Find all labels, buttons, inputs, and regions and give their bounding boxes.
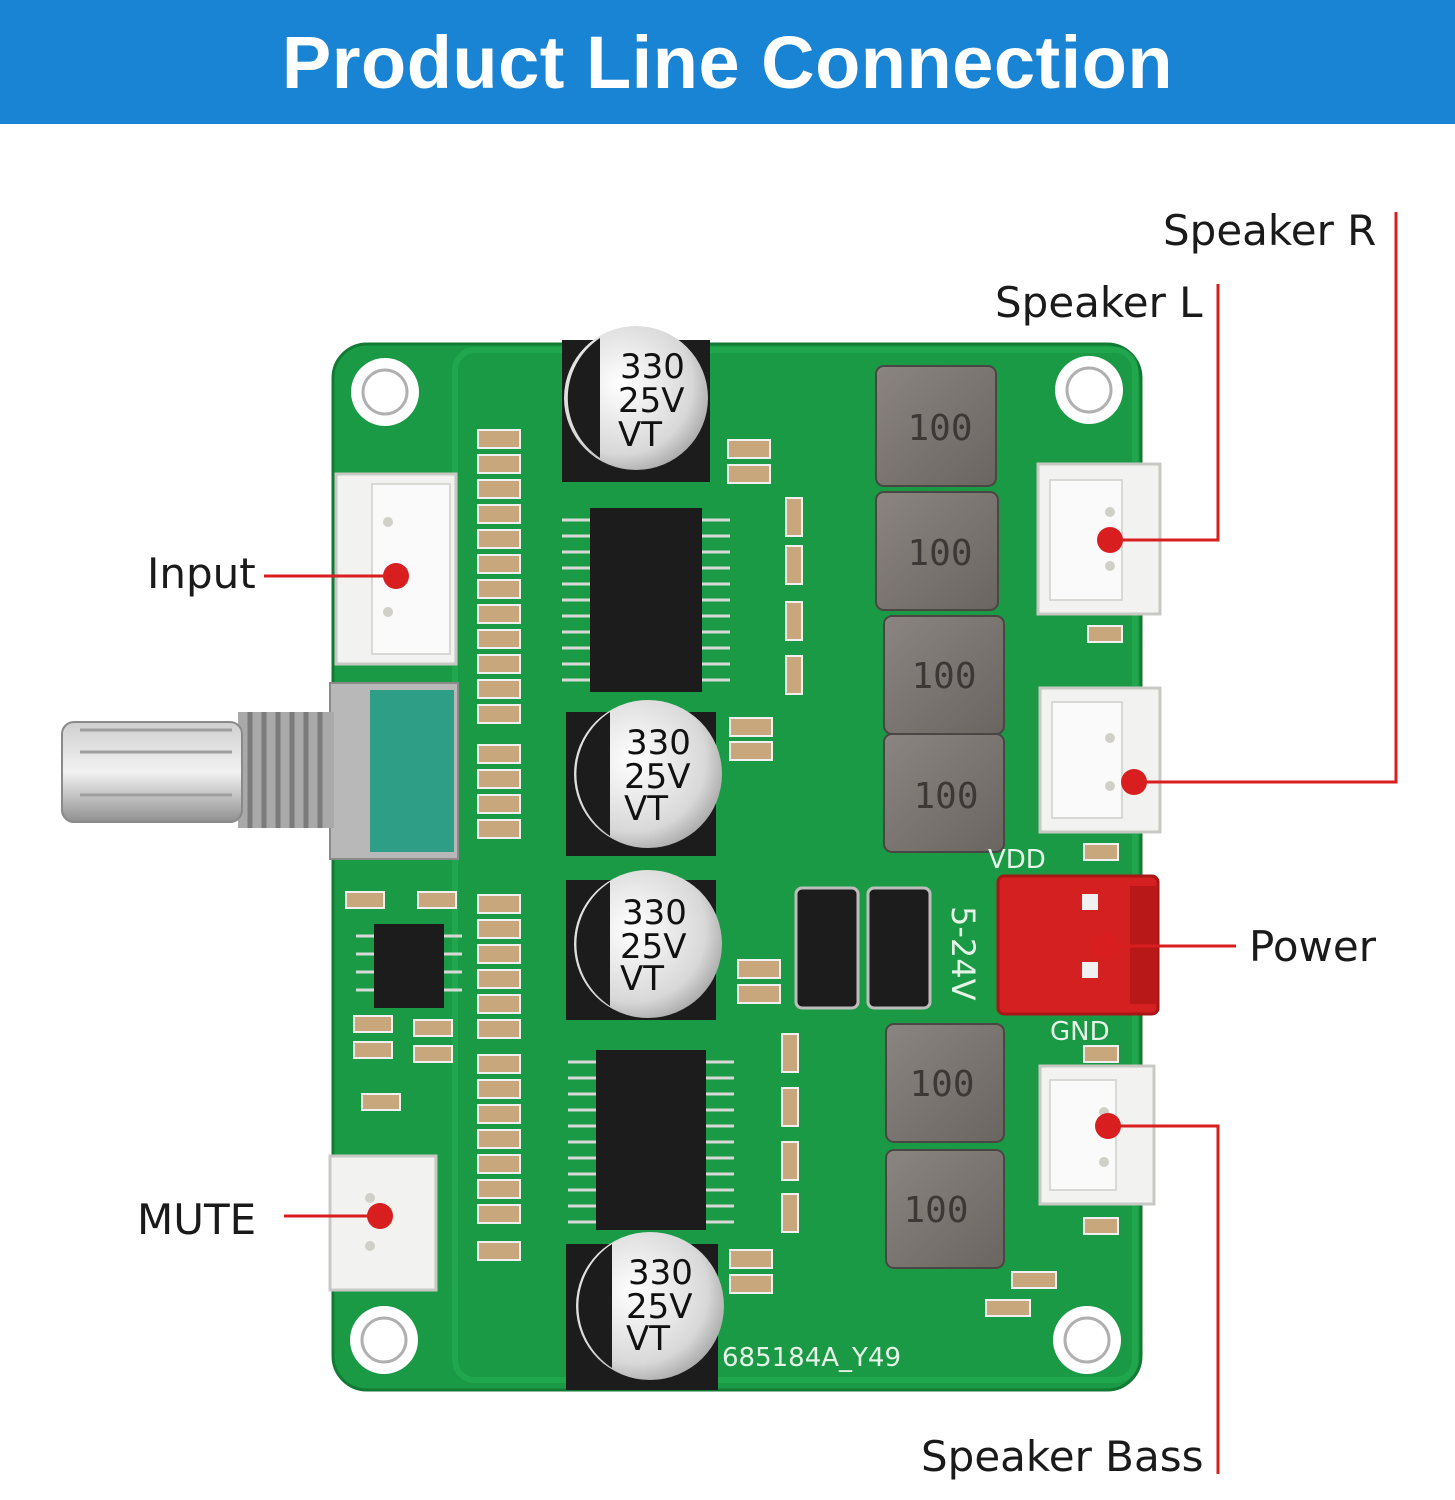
- inductor-l5-value: 100: [903, 1190, 968, 1231]
- input-label: Input: [147, 549, 256, 598]
- inductor-l4-value: 100: [907, 408, 972, 449]
- mute-connector: [328, 1154, 438, 1292]
- cap1-voltage: 25V: [618, 381, 685, 421]
- mute-label: MUTE: [137, 1195, 257, 1244]
- op-amp-chip: [356, 924, 462, 1008]
- pcb-inner-trace-area: [452, 347, 1138, 1383]
- inductor-l2-value: 100: [911, 656, 976, 697]
- cap4-series: VT: [626, 1319, 670, 1359]
- smd-components: [345, 429, 1123, 1317]
- speaker-r-leader: [1134, 212, 1398, 784]
- inductor-l1-value: 100: [913, 776, 978, 817]
- volume-potentiometer: [61, 682, 459, 860]
- mounting-holes: [350, 356, 1123, 1374]
- callout-dots: [367, 527, 1147, 1229]
- speaker-bass-connector: [1038, 1064, 1156, 1206]
- title-banner: Product Line Connection: [0, 0, 1455, 124]
- cap3-voltage: 25V: [620, 927, 687, 967]
- part-number-label: 685184A_Y49: [722, 1343, 901, 1373]
- cap3-series: VT: [620, 959, 664, 999]
- cap4-value: 330: [628, 1253, 693, 1293]
- inductor-l6-value: 100: [909, 1064, 974, 1105]
- board-silkscreen: VDD GND 5-24V 685184A_Y49: [722, 845, 1110, 1373]
- cap2-voltage: 25V: [624, 757, 691, 797]
- speaker-l-leader: [1110, 284, 1220, 542]
- inductors: 100 100 100 100 100 100: [875, 365, 1005, 1269]
- cap2-series: VT: [624, 789, 668, 829]
- voltage-range-label: 5-24V: [944, 906, 982, 1001]
- gnd-label: GND: [1050, 1017, 1110, 1047]
- cap2-value: 330: [626, 723, 691, 763]
- speaker-bass-leader: [1108, 1124, 1220, 1474]
- speaker-l-connector: [1038, 686, 1162, 834]
- inductor-l3-value: 100: [907, 533, 972, 574]
- vdd-label: VDD: [988, 845, 1046, 875]
- cap4-voltage: 25V: [626, 1287, 693, 1327]
- power-label: Power: [1249, 922, 1376, 971]
- callout-lines: [264, 212, 1398, 1474]
- amplifier-chip-u1: [562, 508, 730, 692]
- cap1-value: 330: [620, 347, 685, 387]
- speaker-l-label: Speaker L: [995, 278, 1203, 327]
- diodes: [794, 886, 932, 1010]
- page-title: Product Line Connection: [281, 20, 1174, 104]
- speaker-bass-label: Speaker Bass: [921, 1432, 1204, 1481]
- electrolytic-capacitors: 330 25V VT 330 25V VT 330 25V VT 330 25V…: [562, 326, 724, 1390]
- speaker-r-label: Speaker R: [1163, 206, 1377, 255]
- cap1-series: VT: [618, 415, 662, 455]
- amplifier-chip-u2: [568, 1050, 734, 1230]
- cap3-value: 330: [622, 893, 687, 933]
